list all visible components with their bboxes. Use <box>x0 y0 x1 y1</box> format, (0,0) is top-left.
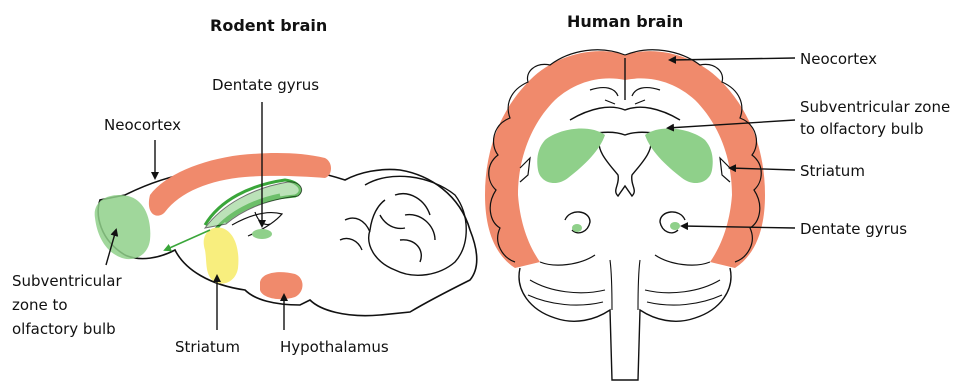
rodent-brain <box>95 102 477 330</box>
label-rodent-hypothalamus: Hypothalamus <box>280 338 389 356</box>
label-rodent-dentate-gyrus: Dentate gyrus <box>212 76 319 94</box>
label-human-svz-line2: to olfactory bulb <box>800 120 923 138</box>
label-rodent-striatum: Striatum <box>175 338 240 356</box>
human-brain-title: Human brain <box>567 12 683 31</box>
pointer-dentate-gyrus-human <box>682 226 795 228</box>
rodent-olfactory-bulb <box>95 195 151 259</box>
human-svz-right <box>645 129 713 183</box>
human-svz-left <box>537 129 605 183</box>
human-dentate-gyrus-right <box>670 222 680 230</box>
human-hippocampus-right <box>660 212 685 233</box>
label-human-svz-line1: Subventricular zone <box>800 98 950 116</box>
label-rodent-svz-line1: Subventricular <box>12 272 122 290</box>
label-rodent-svz-line3: olfactory bulb <box>12 320 116 338</box>
rodent-brain-title: Rodent brain <box>210 16 327 35</box>
label-human-neocortex: Neocortex <box>800 50 877 68</box>
label-rodent-neocortex: Neocortex <box>104 116 181 134</box>
label-human-dentate-gyrus: Dentate gyrus <box>800 220 907 238</box>
human-brain <box>485 50 795 380</box>
rodent-migration-arrow <box>165 230 210 250</box>
label-rodent-svz-line2: zone to <box>12 296 68 314</box>
human-cerebellum <box>519 268 731 380</box>
rodent-hypothalamus <box>260 272 303 299</box>
human-ventricles <box>599 138 651 196</box>
rodent-cerebellum <box>365 176 466 275</box>
human-dentate-gyrus-left <box>572 224 582 232</box>
rodent-dentate-gyrus <box>252 229 272 239</box>
rodent-striatum <box>204 227 239 283</box>
label-human-striatum: Striatum <box>800 162 865 180</box>
